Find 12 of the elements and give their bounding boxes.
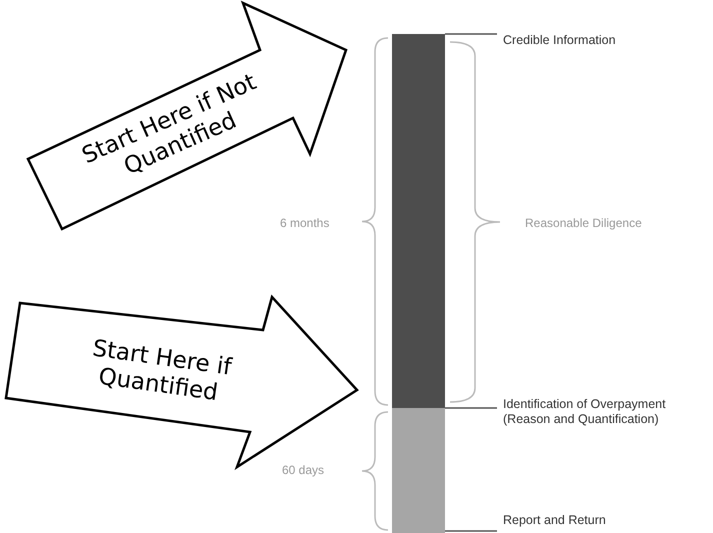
leader-line (445, 407, 497, 409)
milestone-label: Report and Return (503, 513, 607, 528)
duration-label: 6 months (280, 216, 330, 230)
duration-label: 60 days (282, 463, 324, 477)
leader-line (445, 33, 497, 35)
arrow-label: Start Here if Quantified (90, 334, 234, 408)
milestone-label: Identification of Overpayment (Reason and Quantification) (503, 397, 667, 427)
timeline-bar (392, 34, 445, 408)
milestone-label: Credible Information (503, 33, 617, 48)
duration-label: Reasonable Diligence (525, 216, 642, 230)
leader-line (445, 530, 497, 532)
timeline-bar (392, 408, 445, 533)
